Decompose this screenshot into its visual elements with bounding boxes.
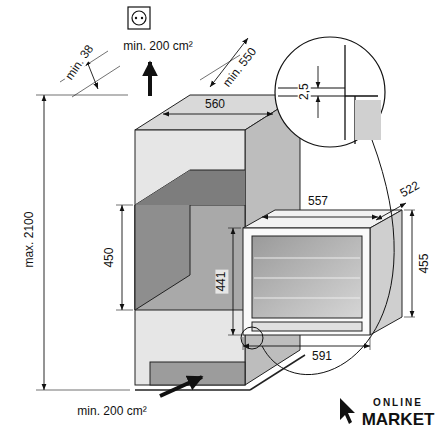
- detail-zoom: [241, 37, 394, 375]
- dimension-text: min. 38: [62, 41, 98, 84]
- dimension-text: 450: [103, 246, 116, 270]
- socket-symbol: [128, 7, 150, 29]
- dimension-text: 591: [310, 350, 334, 363]
- dimension-text: min. 550: [219, 44, 260, 92]
- dimension-lines: [36, 38, 415, 390]
- air-area-text: min. 200 cm²: [75, 405, 148, 418]
- dimension-text: 2,5: [297, 82, 310, 103]
- watermark-text: MARKET: [360, 411, 437, 430]
- wine-cooler: [243, 210, 402, 335]
- dimension-text: 441: [215, 270, 228, 294]
- air-inlet-arrow: [160, 377, 202, 396]
- dimension-text: max. 2100: [23, 210, 36, 270]
- watermark-text: ONLINE: [371, 397, 425, 408]
- dimension-text: 557: [306, 195, 330, 208]
- dimension-text: 455: [418, 252, 431, 276]
- air-outlet-arrow: [148, 62, 152, 96]
- dimension-text: 522: [396, 178, 423, 201]
- air-area-text: min. 200 cm²: [121, 40, 194, 53]
- logo-cursor-icon: [340, 398, 355, 424]
- dimension-text: 560: [203, 98, 227, 111]
